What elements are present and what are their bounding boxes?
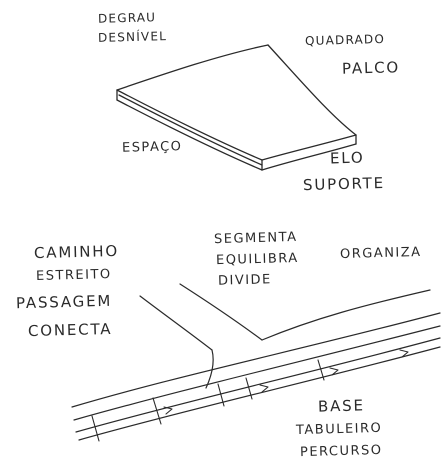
label-organiza: ORGANIZA: [339, 244, 422, 263]
label-base: BASE: [317, 396, 365, 416]
label-elo: ELO: [329, 148, 365, 168]
path-branch-left: [139, 295, 214, 389]
label-percurso: PERCURSO: [299, 442, 383, 461]
label-degrau: DEGRAU: [97, 10, 157, 26]
label-espaco: ESPAÇO: [121, 139, 183, 156]
label-caminho: CAMINHO: [33, 241, 120, 263]
label-estreito: ESTREITO: [35, 267, 112, 284]
label-quadrado: QUADRADO: [304, 31, 386, 49]
label-suporte: SUPORTE: [302, 173, 386, 195]
label-passagem: PASSAGEM: [15, 291, 113, 313]
label-desnivel: DESNÍVEL: [97, 29, 168, 45]
label-tabuleiro: TABULEIRO: [295, 420, 383, 439]
rail-ties: [91, 359, 325, 442]
label-palco: PALCO: [341, 58, 401, 78]
platform-top-face: [116, 44, 357, 161]
label-divide: DIVIDE: [217, 272, 272, 289]
label-conecta: CONECTA: [27, 319, 113, 341]
platform-front-edge: [116, 89, 357, 171]
rail-direction-ticks: [163, 349, 409, 415]
label-equilibra: EQUILIBRA: [215, 250, 299, 269]
main-road: [71, 312, 441, 441]
path-branch-middle: [179, 283, 431, 341]
label-segmenta: SEGMENTA: [213, 229, 298, 248]
